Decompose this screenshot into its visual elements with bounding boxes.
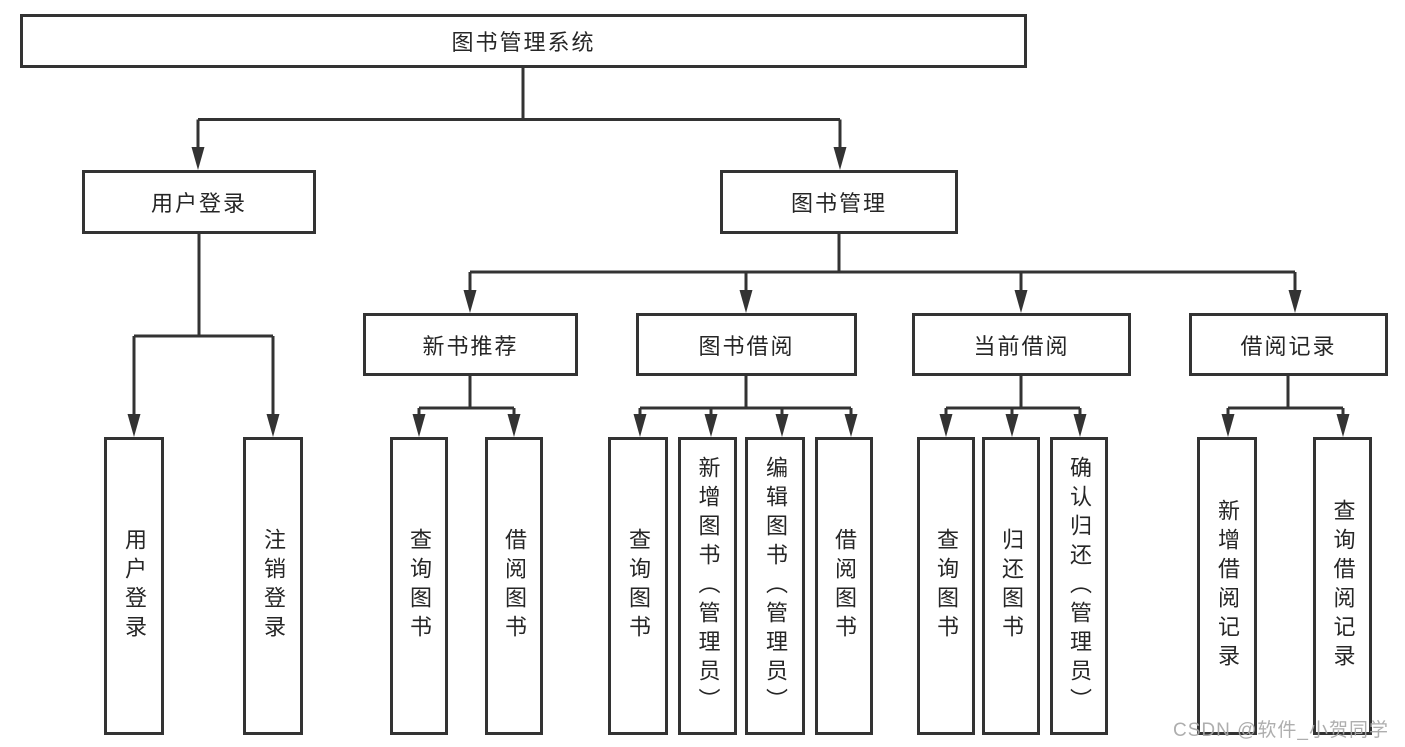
leaf-add-borrow-record: 新增借阅记录 <box>1197 437 1257 735</box>
leaf-borrow-books-recommend: 借阅图书 <box>485 437 543 735</box>
node-label: 借阅图书 <box>502 528 527 644</box>
leaf-logout: 注销登录 <box>243 437 303 735</box>
node-label: 用户登录 <box>150 191 247 216</box>
node-label: 确认归还（管理员） <box>1067 455 1092 717</box>
node-current-borrowing: 当前借阅 <box>912 313 1131 376</box>
leaf-confirm-return-admin: 确认归还（管理员） <box>1050 437 1108 735</box>
node-label: 图书借阅 <box>698 333 795 359</box>
leaf-query-borrow-record: 查询借阅记录 <box>1313 437 1372 735</box>
node-label: 当前借阅 <box>973 333 1070 359</box>
node-label: 查询图书 <box>934 528 959 644</box>
leaf-edit-book-admin: 编辑图书（管理员） <box>745 437 805 735</box>
node-label: 图书管理系统 <box>451 30 596 55</box>
node-user-login: 用户登录 <box>82 170 316 234</box>
node-book-borrowing: 图书借阅 <box>636 313 857 376</box>
node-label: 归还图书 <box>999 528 1024 644</box>
leaf-query-books-recommend: 查询图书 <box>390 437 448 735</box>
leaf-return-book: 归还图书 <box>982 437 1040 735</box>
leaf-add-book-admin: 新增图书（管理员） <box>678 437 737 735</box>
node-label: 查询借阅记录 <box>1330 499 1356 673</box>
node-label: 新增图书（管理员） <box>695 455 721 717</box>
node-book-management: 图书管理 <box>720 170 958 234</box>
node-new-book-recommendation: 新书推荐 <box>363 313 578 376</box>
node-label: 注销登录 <box>261 528 286 644</box>
leaf-user-login: 用户登录 <box>104 437 164 735</box>
node-label: 查询图书 <box>407 528 432 644</box>
node-library-system: 图书管理系统 <box>20 14 1027 68</box>
node-label: 新增借阅记录 <box>1215 499 1240 673</box>
node-label: 借阅图书 <box>832 528 857 644</box>
node-label: 新书推荐 <box>422 333 519 359</box>
leaf-query-books-current: 查询图书 <box>917 437 975 735</box>
leaf-borrow-books-borrowing: 借阅图书 <box>815 437 873 735</box>
watermark: CSDN @软件_小贺同学 <box>1173 720 1389 741</box>
node-label: 编辑图书（管理员） <box>763 455 788 717</box>
leaf-query-books-borrowing: 查询图书 <box>608 437 668 735</box>
node-label: 借阅记录 <box>1240 333 1337 359</box>
node-borrowing-records: 借阅记录 <box>1189 313 1388 376</box>
node-label: 查询图书 <box>626 528 651 644</box>
node-label: 用户登录 <box>122 528 147 644</box>
node-label: 图书管理 <box>790 191 887 216</box>
